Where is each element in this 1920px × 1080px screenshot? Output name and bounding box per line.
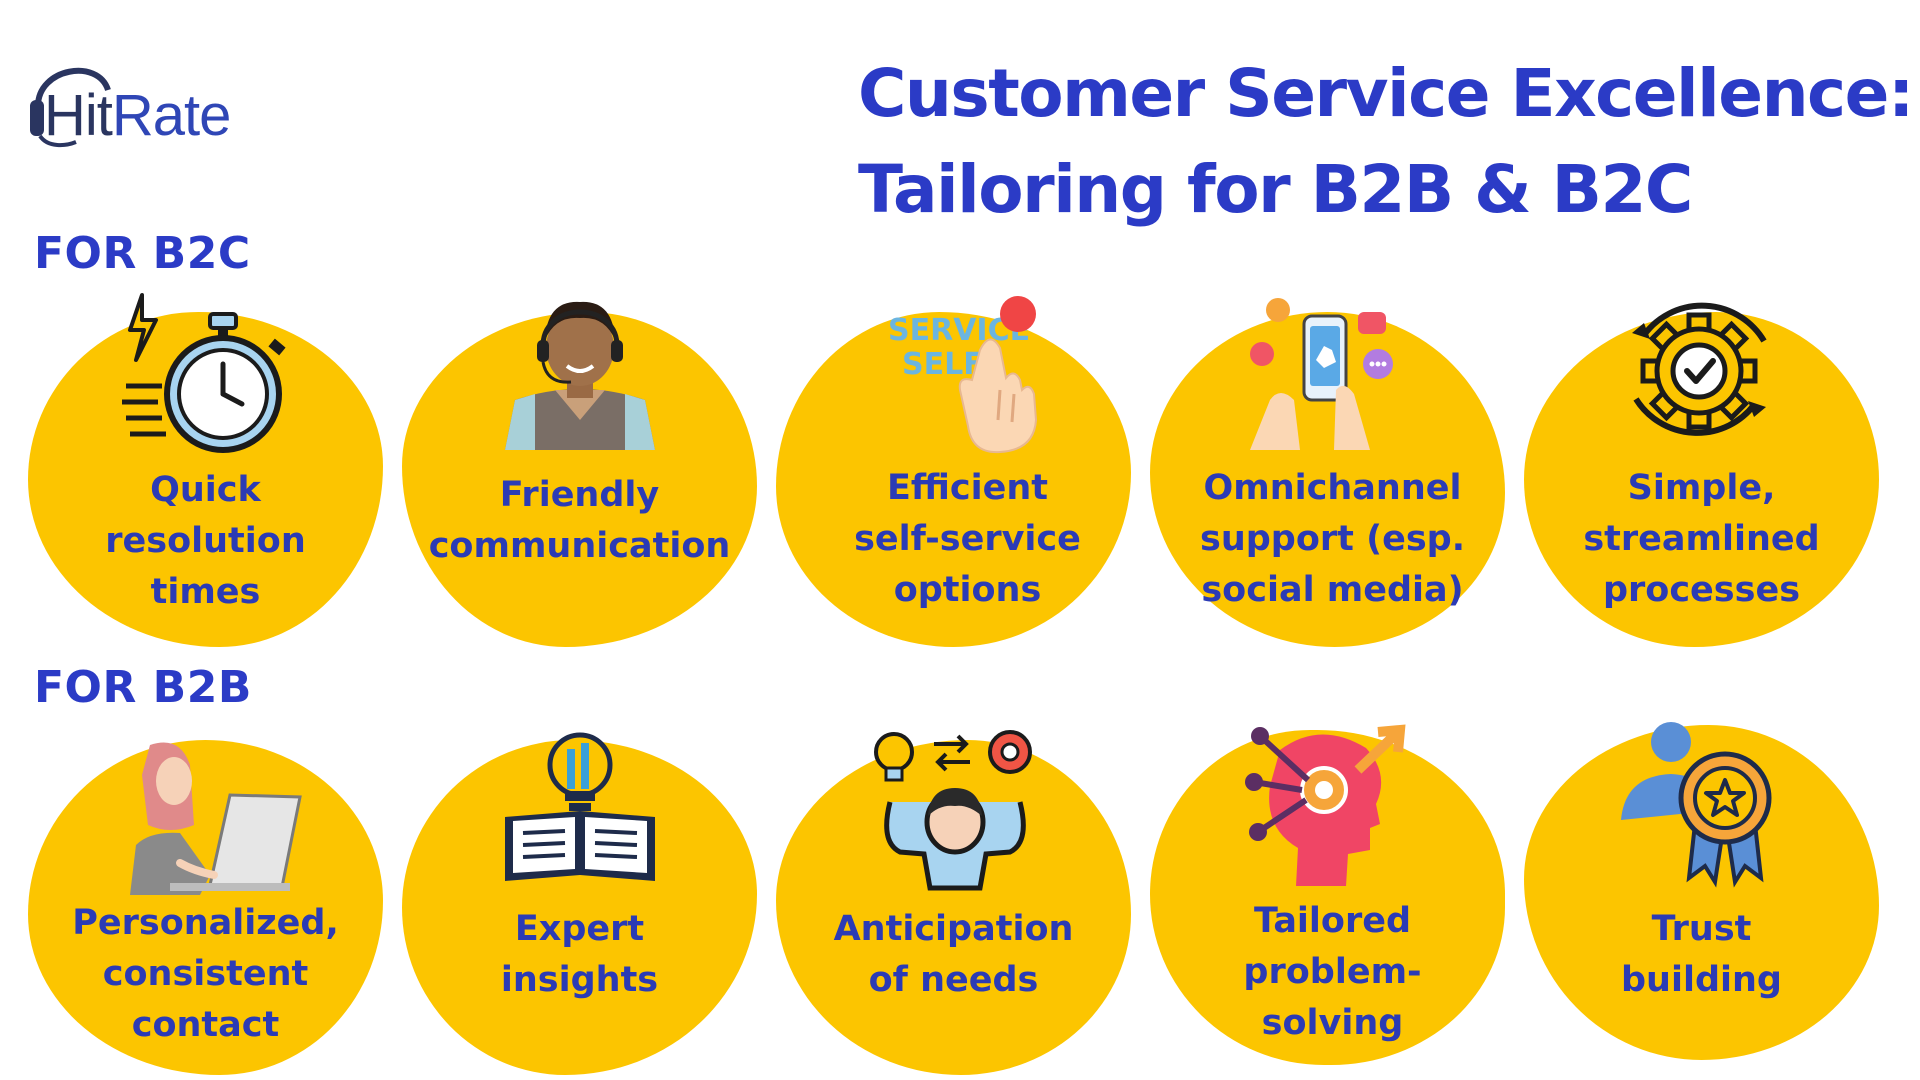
card-label-line: communication xyxy=(428,526,731,566)
card-label-line: solving xyxy=(1261,1003,1404,1043)
card-label: Omnichannel support (esp. social media) xyxy=(1155,463,1510,616)
head-network-icon xyxy=(1245,724,1406,886)
card-label-line: Omnichannel xyxy=(1203,468,1462,508)
card-background xyxy=(776,312,1131,647)
card-label-line: processes xyxy=(1602,570,1801,610)
card-label: Trust building xyxy=(1524,904,1879,1006)
card-label-line: options xyxy=(893,570,1042,610)
social-media-phone-icon xyxy=(1250,298,1393,450)
card-label-line: Friendly xyxy=(499,475,660,515)
title-line-2: Tailoring for B2B & B2C xyxy=(858,151,1693,228)
card-label-line: insights xyxy=(500,960,659,1000)
book-lightbulb-icon xyxy=(505,732,655,881)
card-label-line: times xyxy=(150,572,261,612)
logo-rate: Rate xyxy=(111,83,232,148)
logo-wordmark: HitRate xyxy=(44,82,232,149)
card-label-line: Anticipation xyxy=(833,909,1074,949)
hitrate-logo: HitRate xyxy=(26,50,286,150)
card-label-line: streamlined xyxy=(1583,519,1820,559)
card-label: Anticipation of needs xyxy=(776,904,1131,1006)
woman-laptop-icon xyxy=(130,742,302,895)
card-label: Simple, streamlined processes xyxy=(1524,463,1879,616)
card-label-line: consistent xyxy=(102,954,309,994)
self-icon-text: SELF xyxy=(902,347,984,382)
card-label-line: Trust xyxy=(1651,909,1752,949)
card-label-line: Quick xyxy=(150,470,261,510)
card-background xyxy=(28,740,383,1075)
page-title: Customer Service Excellence: Tailoring f… xyxy=(858,46,1914,238)
card-label-line: self-service xyxy=(854,519,1081,559)
gear-check-icon xyxy=(1632,302,1767,436)
card-label-line: problem- xyxy=(1243,952,1422,992)
logo-hit: Hit xyxy=(44,83,113,148)
call-agent-icon xyxy=(505,301,655,450)
card-label-line: Tailored xyxy=(1253,901,1412,941)
card-label-line: support (esp. xyxy=(1200,519,1465,559)
title-line-1: Customer Service Excellence: xyxy=(858,55,1914,132)
card-label: Personalized, consistent contact xyxy=(28,898,383,1051)
card-label-line: Simple, xyxy=(1627,468,1776,508)
thinking-person-icon xyxy=(874,730,1032,891)
card-label-line: building xyxy=(1621,960,1782,1000)
award-person-icon xyxy=(1621,722,1772,888)
section-label-b2b: FOR B2B xyxy=(34,662,252,713)
card-label-line: Personalized, xyxy=(72,903,339,943)
card-label: Quick resolution times xyxy=(28,465,383,618)
card-label: Friendly communication xyxy=(402,470,757,572)
card-label-line: Efficient xyxy=(886,468,1049,508)
card-label-line: of needs xyxy=(868,960,1039,1000)
headset-icon xyxy=(30,67,111,148)
card-label: Tailored problem- solving xyxy=(1155,896,1510,1049)
card-label: Efficient self-service options xyxy=(790,463,1145,616)
self-service-icon: SERVICE SELF xyxy=(888,296,1038,454)
card-label: Expert insights xyxy=(402,904,757,1006)
card-label-line: Expert xyxy=(514,909,645,949)
card-label-line: contact xyxy=(131,1005,280,1045)
card-label-line: social media) xyxy=(1201,570,1464,610)
section-label-b2c: FOR B2C xyxy=(34,228,251,279)
stopwatch-icon xyxy=(122,293,286,453)
card-label-line: resolution xyxy=(105,521,306,561)
